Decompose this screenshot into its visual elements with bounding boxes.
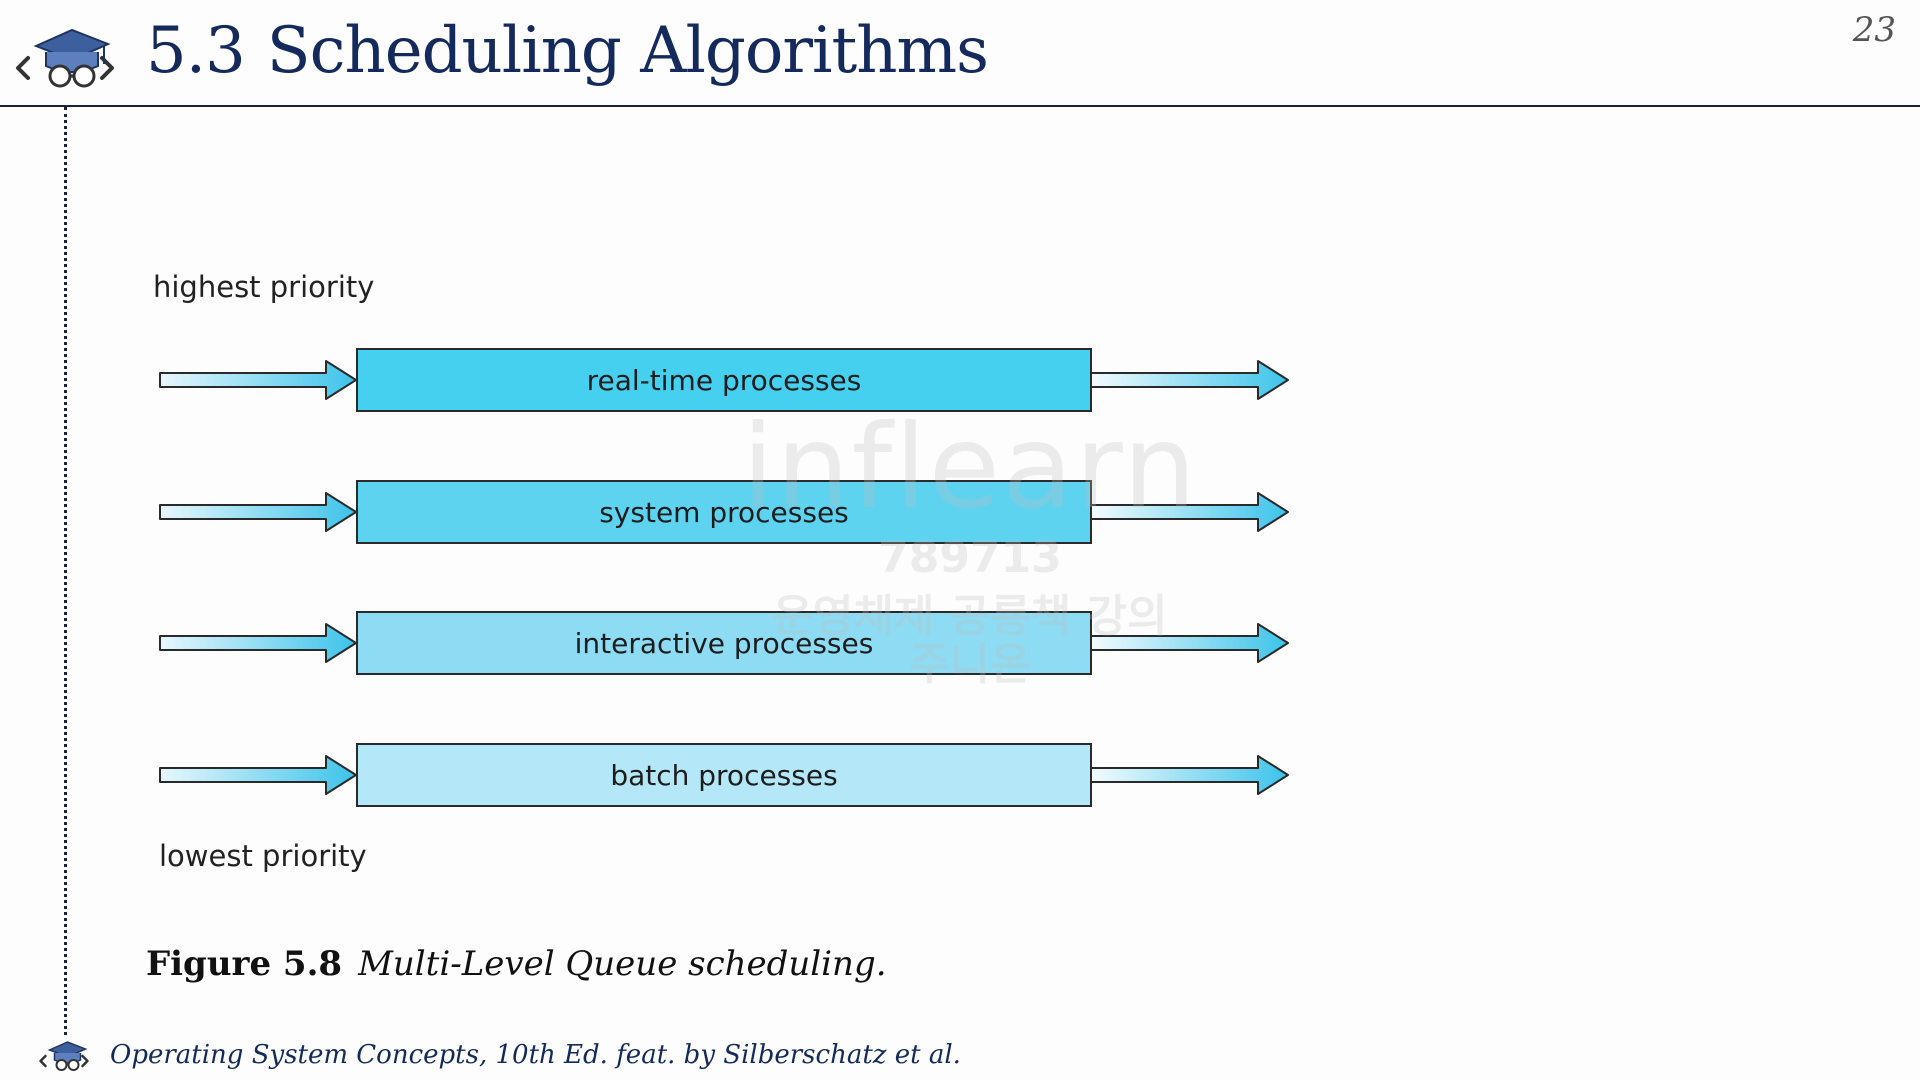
incoming-arrow-system xyxy=(159,492,357,532)
incoming-arrow-interactive xyxy=(159,623,357,663)
section-title: Scheduling Algorithms xyxy=(266,14,989,88)
outgoing-arrow-batch xyxy=(1092,755,1289,795)
footer-citation: Operating System Concepts, 10th Ed. feat… xyxy=(110,1040,961,1070)
header-divider xyxy=(0,105,1920,107)
outgoing-arrow-system xyxy=(1092,492,1289,532)
incoming-arrow-realtime xyxy=(159,360,357,400)
side-dotted-divider xyxy=(64,107,67,1035)
outgoing-arrow-interactive xyxy=(1092,623,1289,663)
page-number: 23 xyxy=(1852,10,1896,50)
queue-interactive-processes: interactive processes xyxy=(356,611,1092,675)
footer-logo-icon xyxy=(38,1038,90,1074)
outgoing-arrow-realtime xyxy=(1092,360,1289,400)
queue-batch-processes: batch processes xyxy=(356,743,1092,807)
figure-caption: Figure 5.8 Multi-Level Queue scheduling. xyxy=(146,944,887,984)
section-number: 5.3 xyxy=(146,14,246,88)
page-title: 5.3 Scheduling Algorithms xyxy=(146,14,989,88)
course-logo-icon xyxy=(14,22,116,94)
figure-text: Multi-Level Queue scheduling. xyxy=(358,944,887,984)
queue-system-processes: system processes xyxy=(356,480,1092,544)
highest-priority-label: highest priority xyxy=(153,270,375,304)
queue-realtime-processes: real-time processes xyxy=(356,348,1092,412)
incoming-arrow-batch xyxy=(159,755,357,795)
figure-label: Figure 5.8 xyxy=(146,944,343,984)
lowest-priority-label: lowest priority xyxy=(159,839,367,873)
